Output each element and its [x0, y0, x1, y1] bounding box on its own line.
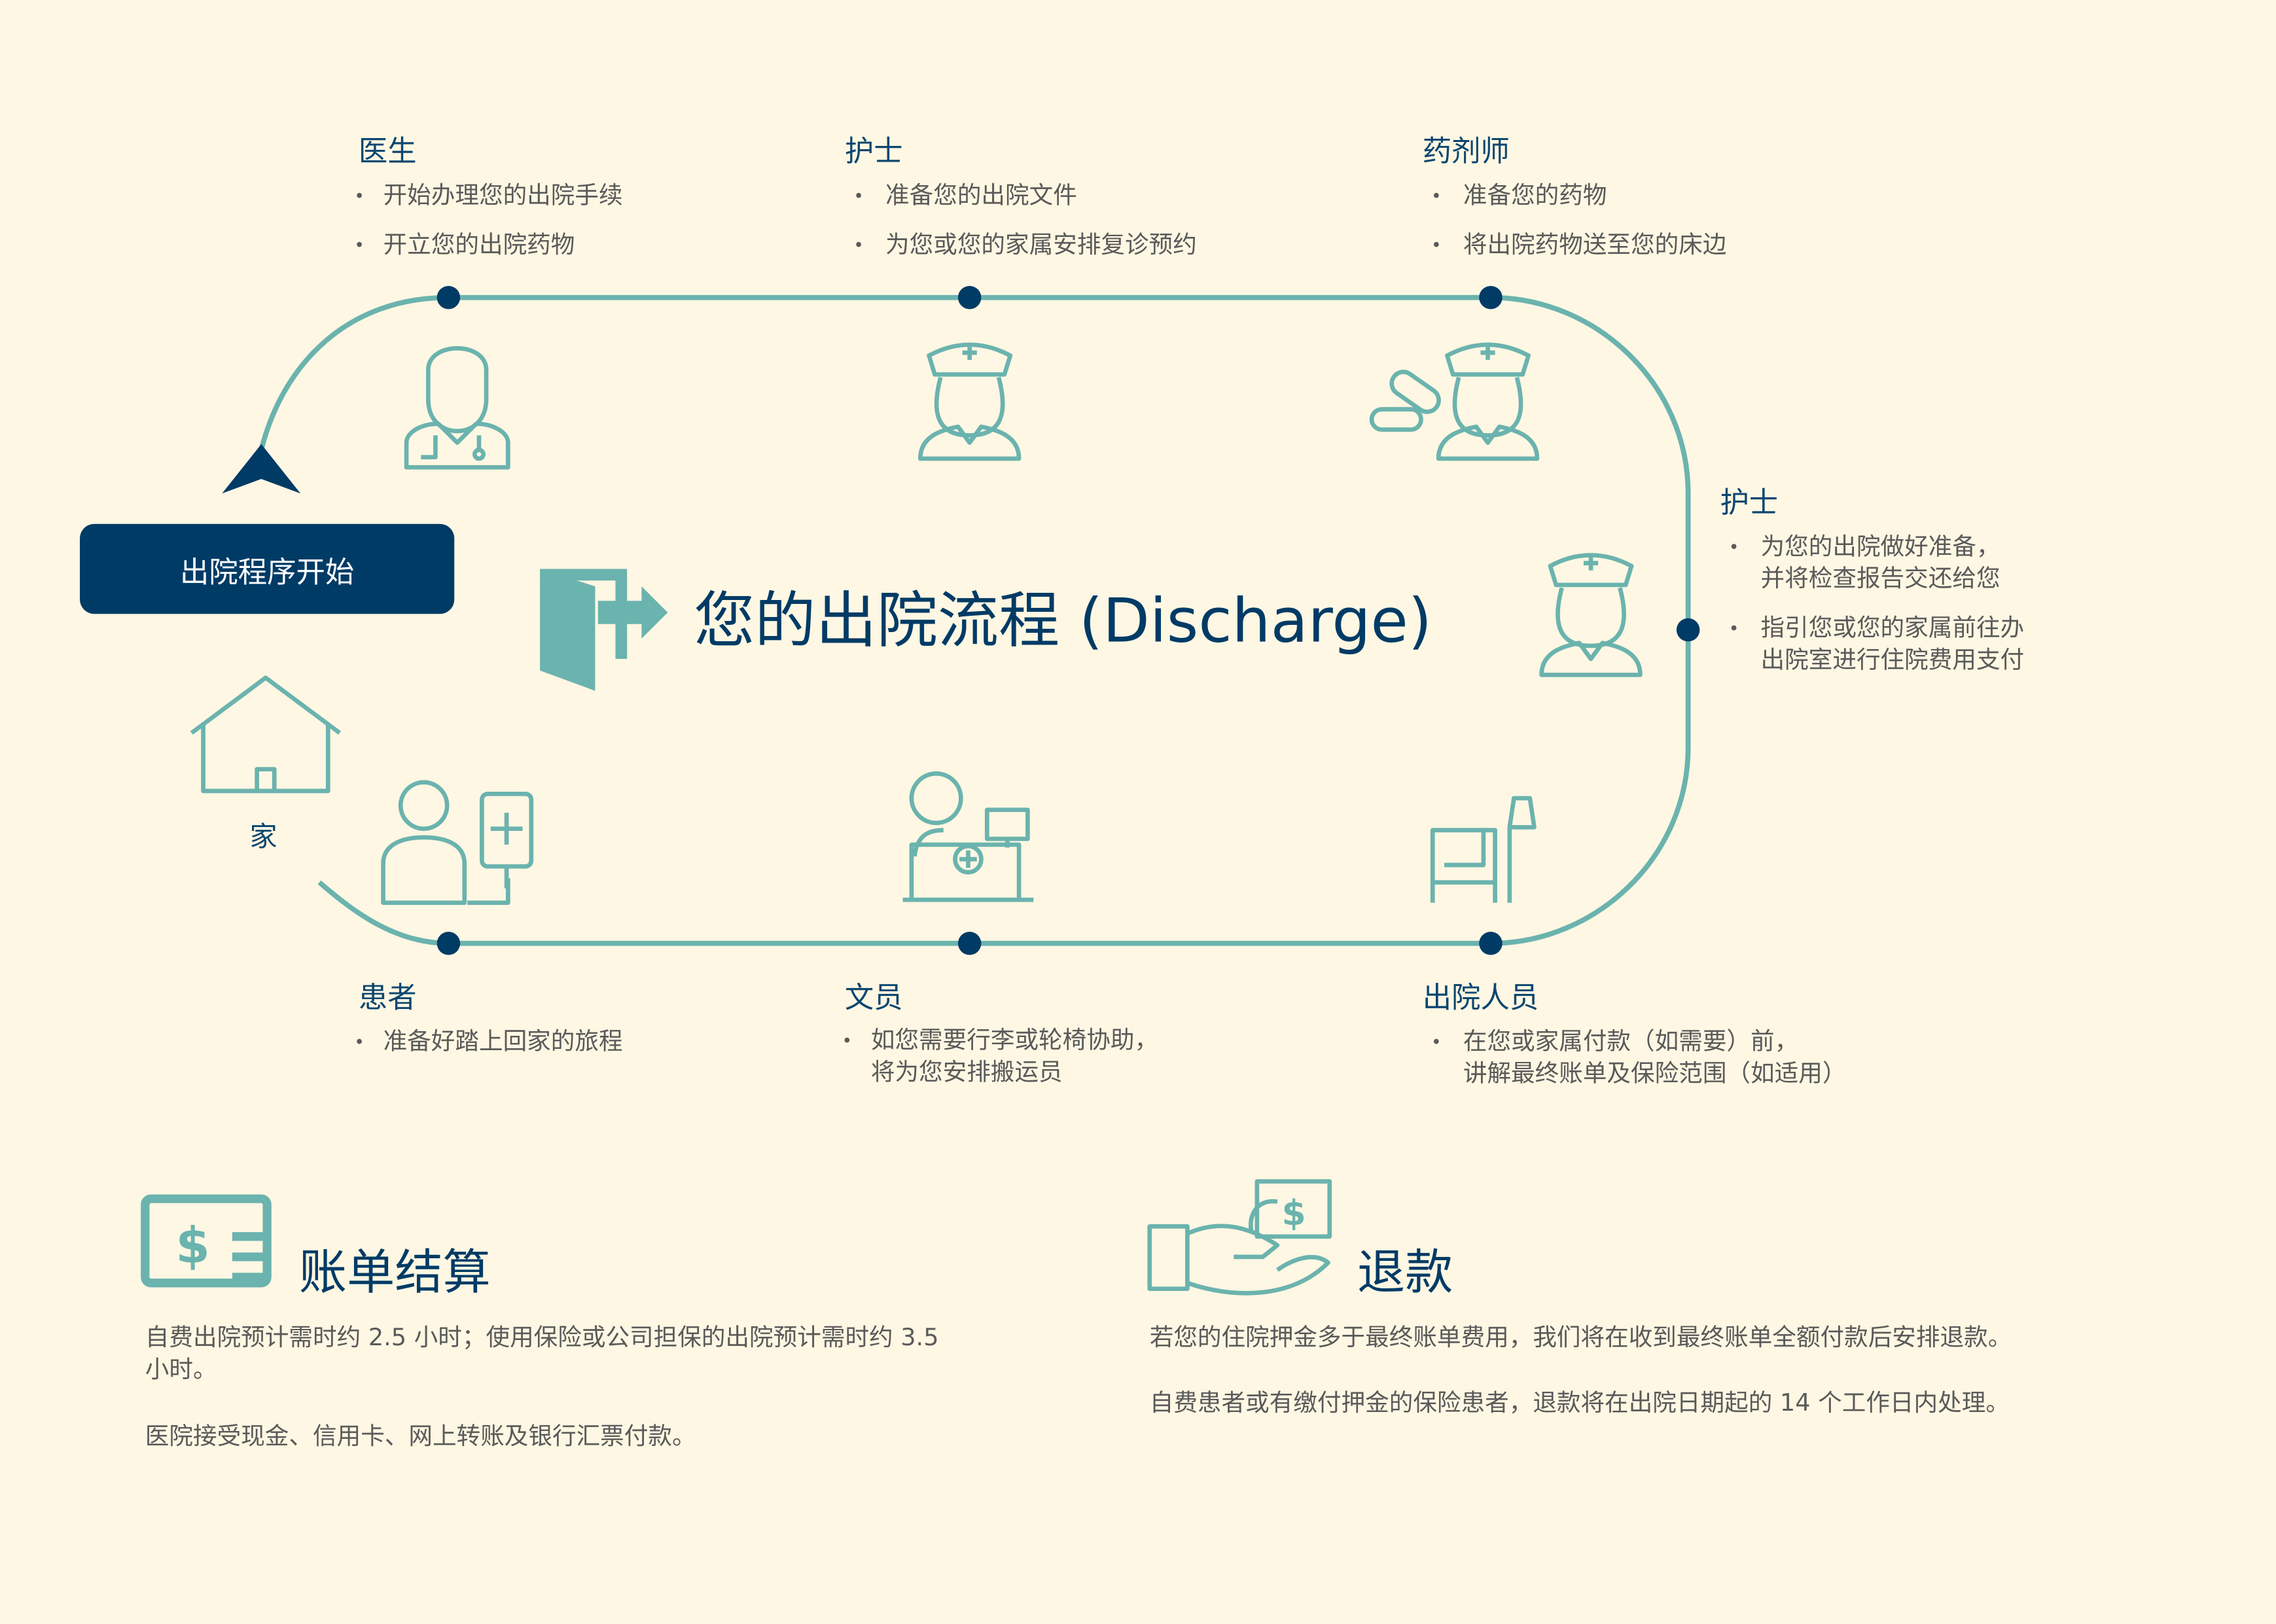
- refund-hand-icon: [1147, 1179, 1332, 1296]
- step-dot: [957, 285, 982, 309]
- page-title: 您的出院流程 (Discharge): [694, 584, 1432, 656]
- list-item: 开立您的出院药物: [348, 229, 575, 261]
- role-nurse: 护士: [844, 133, 903, 169]
- role-pharmacist: 药剂师: [1422, 133, 1510, 169]
- role-patient: 患者: [358, 980, 417, 1015]
- role-discharge-staff: 出院人员: [1422, 980, 1539, 1015]
- billing-paragraph: 医院接受现金、信用卡、网上转账及银行汇票付款。: [145, 1422, 696, 1450]
- track-top-left: [258, 294, 449, 451]
- refund-paragraph: 自费患者或有缴付押金的保险患者，退款将在出院日期起的 14 个工作日内处理。: [1149, 1388, 2010, 1417]
- wheelchair-bed-icon: [1430, 796, 1537, 903]
- billing-paragraph: 自费出院预计需时约 2.5 小时；使用保险或公司担保的出院预计需时约 3.5 小…: [145, 1323, 939, 1383]
- list-item: 准备好踏上回家的旅程: [348, 1026, 622, 1058]
- list-item: 将出院药物送至您的床边: [1425, 229, 1726, 261]
- list-item: 为您或您的家属安排复诊预约: [847, 229, 1197, 261]
- clerk-desk-icon: [902, 771, 1034, 902]
- role-clerk: 文员: [844, 980, 903, 1015]
- billing-cash-icon: [141, 1194, 272, 1288]
- pharmacist-nurse-icon: [1436, 342, 1540, 461]
- list-item: 为您的出院做好准备， 并将检查报告交还给您: [1723, 531, 2000, 595]
- home-label: 家: [249, 821, 277, 854]
- list-item: 开始办理您的出院手续: [348, 180, 622, 212]
- list-item: 指引您或您的家属前往办 出院室进行住院费用支付: [1723, 612, 2024, 677]
- step-dot: [1479, 285, 1503, 309]
- step-dot: [957, 932, 982, 955]
- doctor-icon: [404, 346, 510, 470]
- list-item: 准备您的出院文件: [847, 180, 1077, 212]
- list-item: 准备您的药物: [1425, 180, 1607, 212]
- home-icon: [190, 675, 342, 794]
- nurse-icon: [917, 342, 1022, 461]
- exit-door-icon: [540, 569, 668, 691]
- nurse-icon: [1539, 553, 1643, 677]
- billing-heading: 账单结算: [298, 1243, 491, 1301]
- dollar-sign-icon: $: [175, 1217, 209, 1275]
- refund-heading: 退款: [1357, 1243, 1453, 1301]
- patient-iv-icon: [381, 780, 534, 905]
- list-item: 如您需要行李或轮椅协助， 将为您安排搬运员: [836, 1025, 1158, 1089]
- step-dot: [436, 285, 461, 309]
- step-dot: [1676, 618, 1700, 642]
- dollar-sign-icon: $: [1282, 1193, 1306, 1233]
- list-item: 在您或家属付款（如需要）前， 讲解最终账单及保险范围（如适用）: [1425, 1026, 1846, 1090]
- pills-icon: [1369, 370, 1441, 432]
- track-top: [317, 294, 1691, 946]
- arrow-head-icon: [222, 444, 301, 494]
- role-nurse: 护士: [1720, 484, 1779, 520]
- start-discharge-button[interactable]: 出院程序开始: [79, 523, 455, 614]
- step-dot: [436, 932, 461, 955]
- refund-paragraph: 若您的住院押金多于最终账单费用，我们将在收到最终账单全额付款后安排退款。: [1149, 1323, 2012, 1352]
- role-doctor: 医生: [358, 133, 417, 169]
- step-dot: [1479, 932, 1503, 955]
